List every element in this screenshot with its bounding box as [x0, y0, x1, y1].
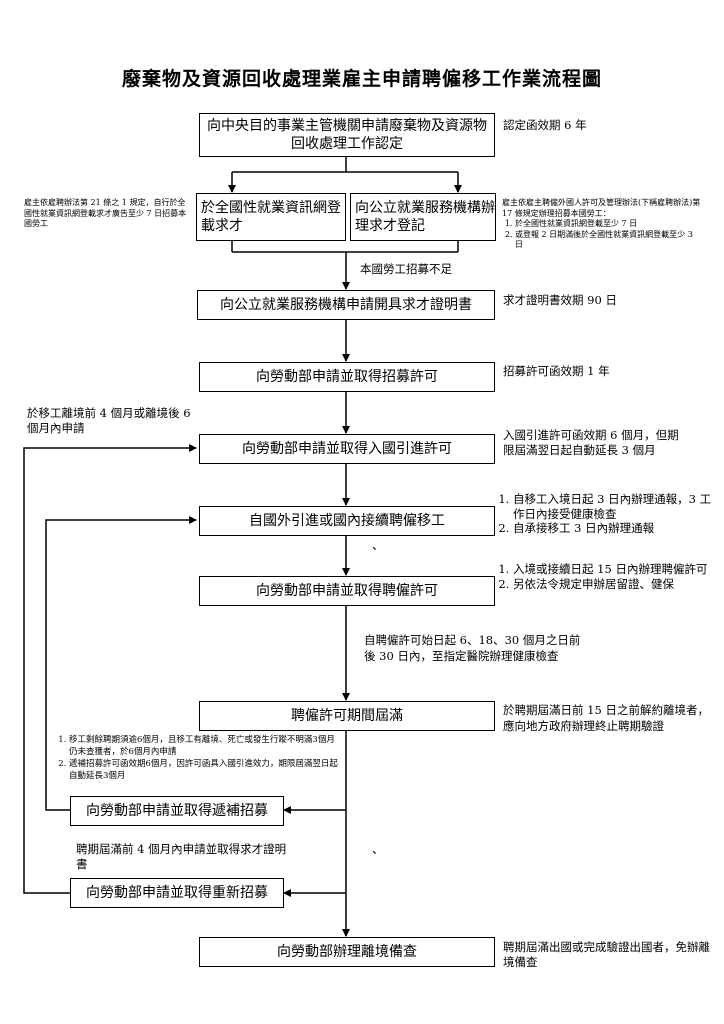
note-early-termination: 於聘期屆滿日前 15 日之前解約離境者，應向地方政府辦理終止聘期驗證 [503, 703, 709, 733]
note-entry-permit-validity: 入國引進許可函效期 6 個月，但期限屆滿翌日起自動延長 3 個月 [503, 428, 679, 457]
box-replacement-recruitment: 向勞動部申請並取得遞補招募 [70, 796, 284, 826]
note-right-recruitment-intro: 雇主依雇主聘僱外國人許可及管理辦法(下稱雇聘辦法)第 17 條規定辦理招募本國勞… [502, 198, 701, 218]
loop-b9-to-b6 [45, 516, 197, 811]
box-entry-permit: 向勞動部申請並取得入國引進許可 [199, 434, 495, 464]
note-certification-validity: 認定函效期 6 年 [503, 118, 587, 132]
note-re-recruitment-timing: 聘期屆滿前 4 個月內申請並取得求才證明書 [76, 842, 287, 871]
stray-mark: 、 [372, 538, 384, 552]
note-right-recruitment-item: 或登報 2 日期滿後於全國性就業資訊網登載至少 3 日 [515, 230, 702, 251]
stray-mark: 、 [372, 842, 384, 856]
box-job-vacancy-certificate: 向公立就業服務機構申請開具求才證明書 [197, 290, 495, 320]
note-replacement-rule-item: 遞補招募許可函效期6個月，因許可函具入國引進效力，期限屆滿翌日起自動延長3個月 [69, 758, 338, 782]
page-title: 廢棄物及資源回收處理業雇主申請聘僱移工作業流程圖 [121, 68, 602, 90]
note-insufficient-local-workers: 本國勞工招募不足 [360, 262, 452, 276]
note-health-check: 自聘僱許可始日起 6、18、30 個月之日前後 30 日內，至指定醫院辦理健康檢… [364, 633, 581, 663]
note-certificate-validity: 求才證明書效期 90 日 [503, 293, 617, 307]
note-recruitment-permit-validity: 招募許可函效期 1 年 [503, 364, 610, 378]
note-employment-permit-item: 入境或接續日起 15 日內辦理聘僱許可 [513, 562, 714, 577]
note-arrival-reporting-item: 自移工入境日起 3 日內辦理通報，3 工作日內接受健康檢查 [513, 492, 714, 521]
note-departure-exemption: 聘期屆滿出國或完成驗證出國者，免辦離境備查 [503, 940, 710, 969]
box-national-job-site-posting: 於全國性就業資訊網登載求才 [196, 193, 346, 241]
note-right-recruitment-rule: 雇主依雇主聘僱外國人許可及管理辦法(下稱雇聘辦法)第 17 條規定辦理招募本國勞… [502, 198, 702, 251]
note-apply-timing: 於移工離境前 4 個月或離境後 6 個月內申請 [27, 406, 191, 435]
box-permit-period-expires: 聘僱許可期間屆滿 [199, 701, 495, 731]
note-arrival-reporting-item: 自承接移工 3 日內辦理通報 [513, 521, 714, 536]
note-left-self-posting-rule: 雇主依雇聘辦法第 21 條之 1 規定，自行於全國性就業資訊網登載求才廣告至少 … [24, 198, 187, 228]
box-departure-record: 向勞動部辦理離境備查 [199, 937, 495, 967]
note-right-recruitment-item: 於全國性就業資訊網登載至少 7 日 [515, 219, 702, 230]
box-import-or-transfer-workers: 自國外引進或國內接續聘僱移工 [199, 506, 495, 536]
loop-b10-to-b5 [23, 444, 197, 894]
box-recruitment-permit: 向勞動部申請並取得招募許可 [199, 362, 495, 392]
note-arrival-reporting: 自移工入境日起 3 日內辦理通報，3 工作日內接受健康檢查 自承接移工 3 日內… [500, 492, 714, 536]
note-employment-permit-item: 另依法令規定申辦居留證、健保 [513, 577, 714, 592]
box-industry-certification: 向中央目的事業主管機關申請廢棄物及資源物回收處理工作認定 [199, 113, 495, 157]
note-employment-permit-deadline: 入境或接續日起 15 日內辦理聘僱許可 另依法令規定申辦居留證、健保 [500, 562, 714, 591]
box-public-employment-registration: 向公立就業服務機構辦理求才登記 [350, 193, 496, 241]
box-re-recruitment: 向勞動部申請並取得重新招募 [70, 878, 284, 908]
note-replacement-rule-item: 移工剩餘聘期須逾6個月，且移工有離境、死亡或發生行蹤不明滿3個月仍未查獲者，於6… [69, 734, 338, 758]
box-employment-permit: 向勞動部申請並取得聘僱許可 [199, 576, 495, 606]
note-replacement-rules: 移工剩餘聘期須逾6個月，且移工有離境、死亡或發生行蹤不明滿3個月仍未查獲者，於6… [56, 734, 338, 782]
